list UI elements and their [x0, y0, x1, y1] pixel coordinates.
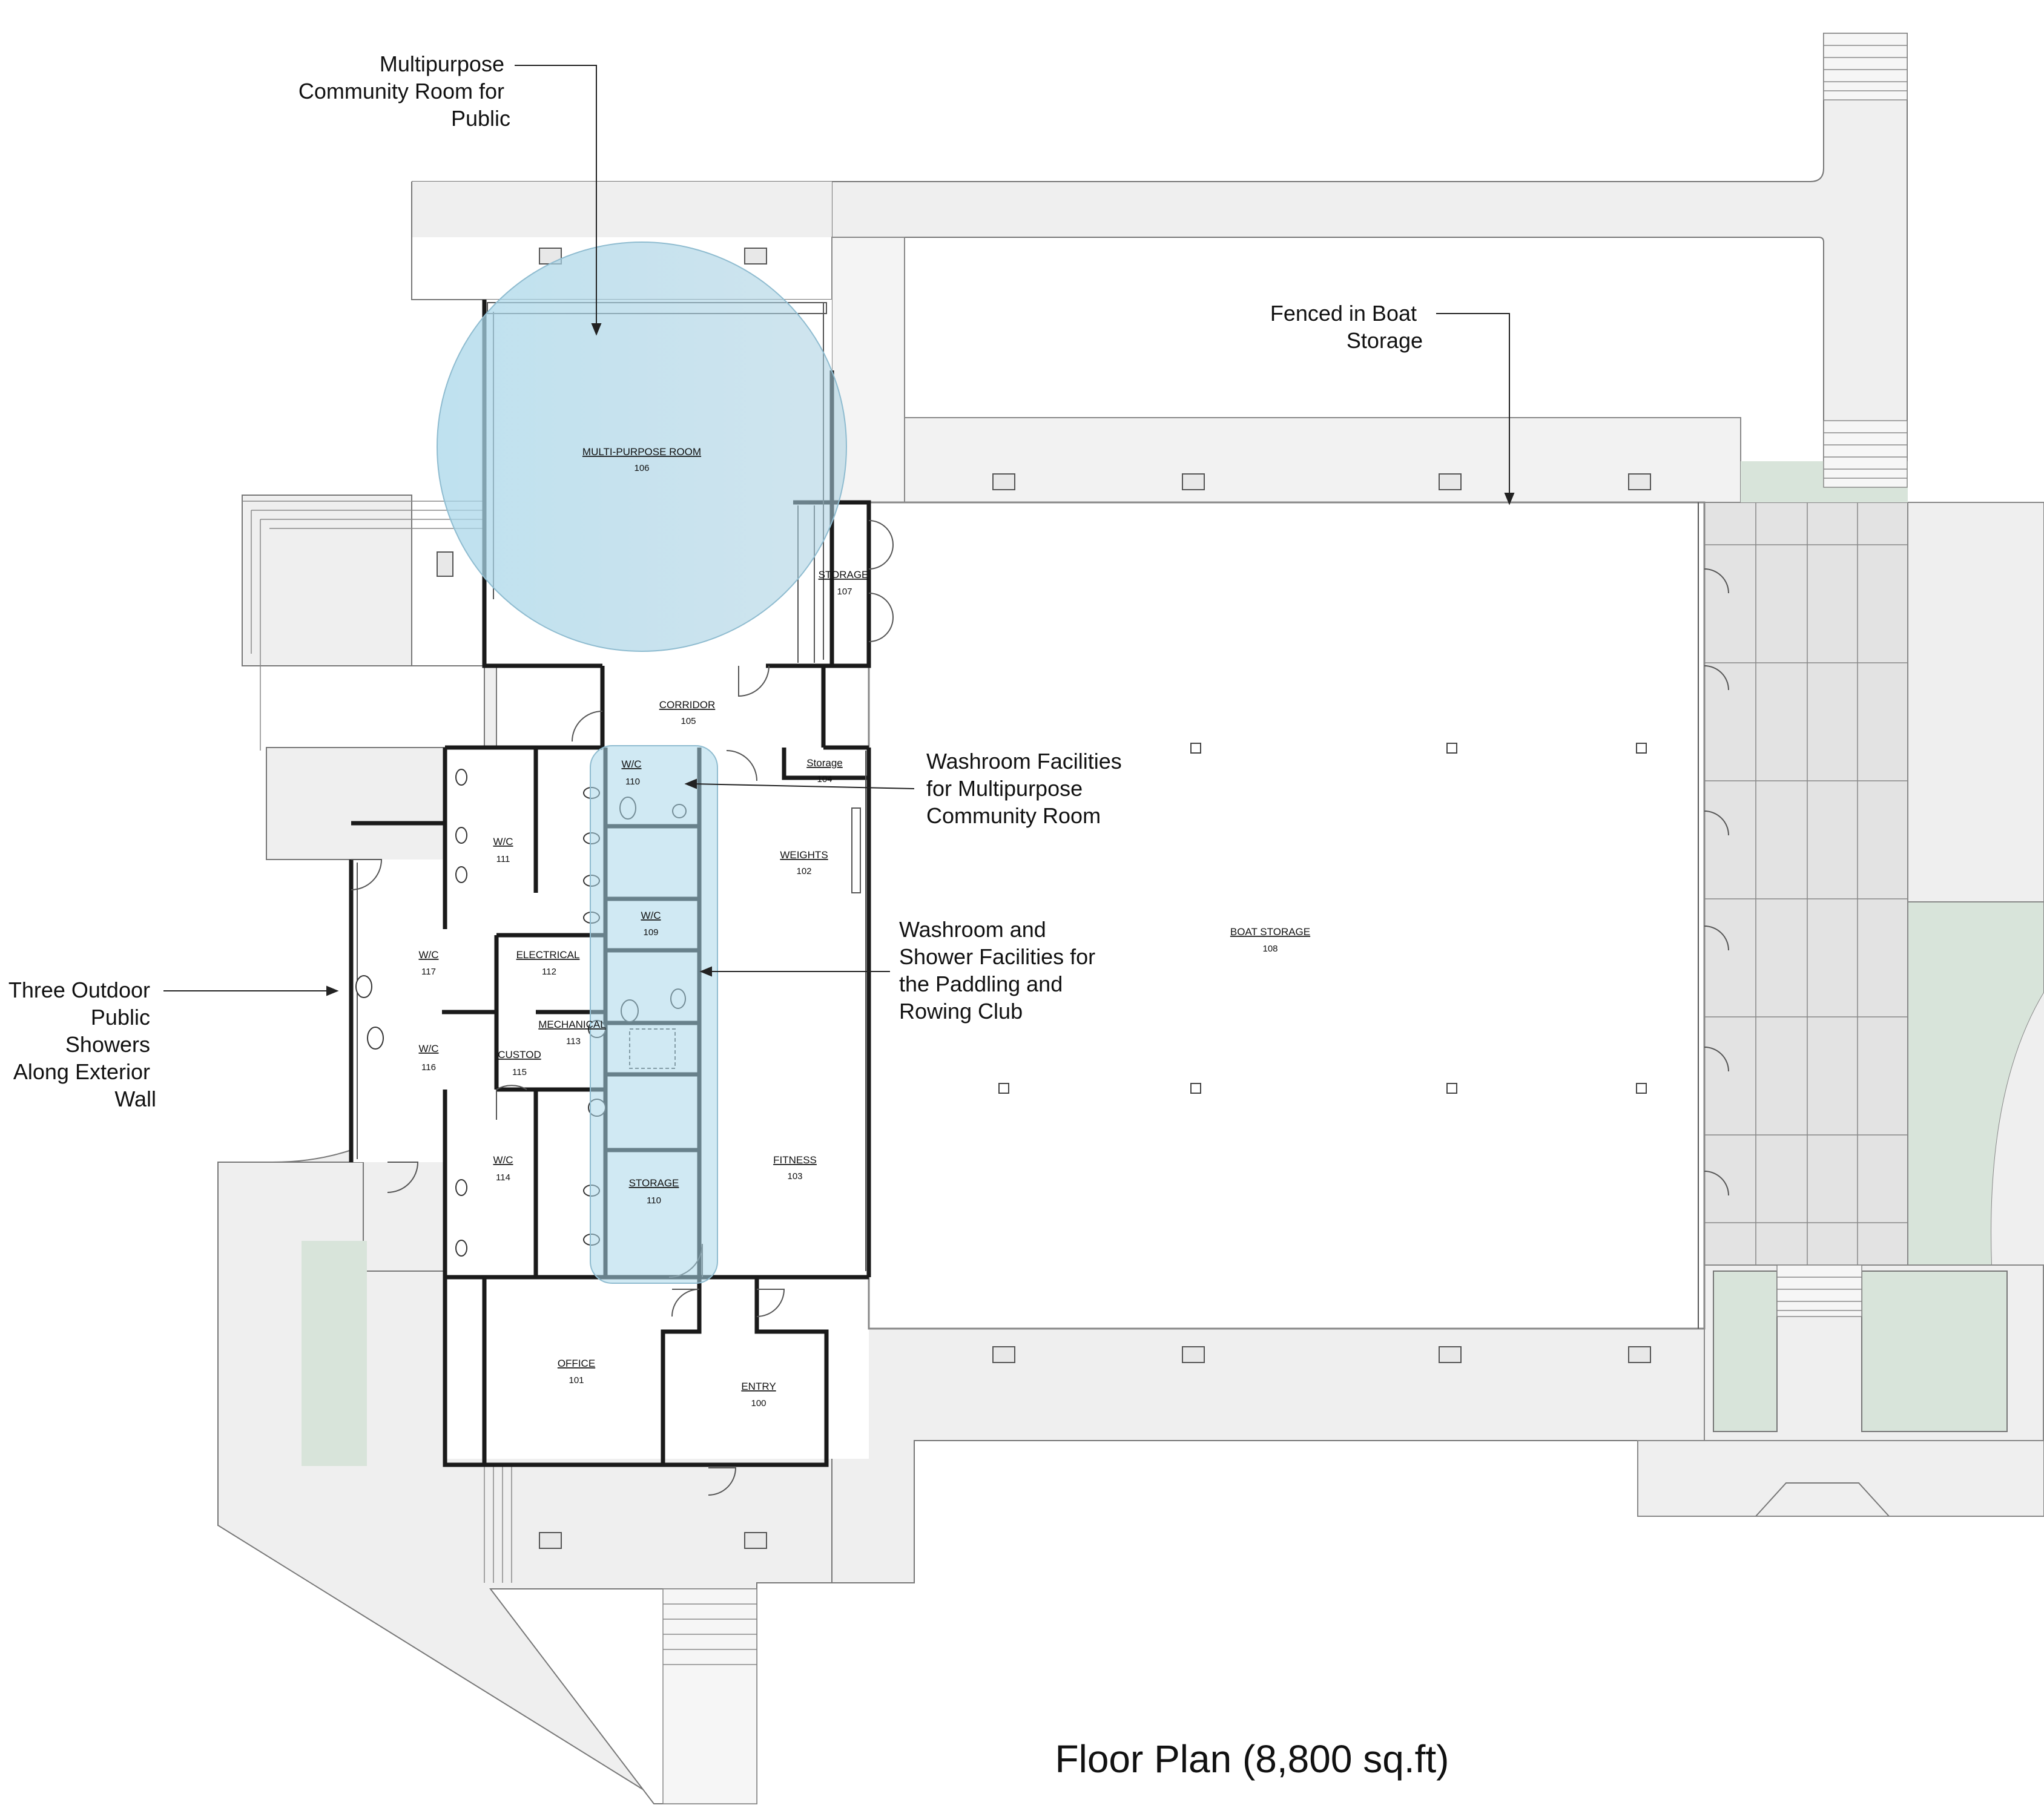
room-label-storage-107: STORAGE [819, 569, 869, 580]
room-label-wc-117: W/C [418, 949, 438, 961]
room-number-wc-117: 117 [421, 967, 436, 977]
room-labels: MULTI-PURPOSE ROOM 106 STORAGE 107 CORRI… [418, 446, 1310, 1409]
room-number-wc-110: 110 [625, 777, 640, 787]
room-label-wc-109: W/C [641, 910, 661, 921]
room-number-custod: 115 [512, 1067, 527, 1077]
room-number-multi-purpose: 106 [634, 463, 649, 473]
plan-title: Floor Plan (8,800 sq.ft) [1055, 1737, 1449, 1781]
leader-lines [163, 65, 1515, 996]
multipurpose-highlight [437, 242, 847, 652]
room-label-wc-116: W/C [418, 1043, 438, 1054]
room-number-corridor: 105 [681, 716, 696, 726]
room-label-electrical: ELECTRICAL [516, 949, 580, 961]
room-label-corridor: CORRIDOR [659, 699, 716, 711]
room-label-storage-104: Storage [806, 757, 843, 769]
callout-outdoor-showers: Three Outdoor Public Showers Along Exter… [8, 978, 156, 1111]
room-number-office: 101 [569, 1375, 584, 1386]
room-label-wc-114: W/C [493, 1154, 513, 1166]
room-number-wc-109: 109 [643, 927, 658, 938]
room-number-electrical: 112 [542, 967, 556, 977]
room-label-custod: CUSTOD [498, 1049, 541, 1060]
room-label-weights: WEIGHTS [780, 849, 828, 861]
room-number-fitness: 103 [787, 1171, 802, 1182]
room-number-mechanical: 113 [566, 1036, 581, 1047]
room-number-boat-storage: 108 [1262, 944, 1278, 954]
room-number-weights: 102 [796, 866, 811, 876]
room-label-multi-purpose: MULTI-PURPOSE ROOM [582, 446, 701, 458]
callout-multipurpose: Multipurpose Community Room for Public [298, 51, 510, 131]
columns [998, 743, 1647, 1094]
room-number-wc-116: 116 [421, 1062, 436, 1073]
room-label-fitness: FITNESS [773, 1154, 817, 1166]
room-number-storage-110: 110 [647, 1195, 661, 1206]
washroom-highlight [590, 745, 718, 1284]
room-label-entry: ENTRY [741, 1381, 776, 1392]
paving-grid [1704, 502, 1908, 1265]
room-number-wc-114: 114 [496, 1172, 510, 1183]
room-number-storage-104: 104 [817, 774, 832, 784]
room-label-storage-110: STORAGE [629, 1177, 679, 1189]
room-number-entry: 100 [751, 1398, 766, 1409]
room-label-mechanical: MECHANICAL [538, 1019, 605, 1030]
room-label-office: OFFICE [558, 1358, 595, 1369]
callout-washroom-club: Washroom and Shower Facilities for the P… [899, 917, 1101, 1024]
room-label-wc-111: W/C [493, 836, 513, 847]
callout-washroom-multipurpose: Washroom Facilities for Multipurpose Com… [926, 749, 1128, 828]
room-label-wc-110: W/C [621, 758, 641, 770]
callout-fenced-boat-storage: Fenced in Boat Storage [1270, 301, 1423, 353]
room-number-storage-107: 107 [837, 587, 852, 597]
stairs [242, 33, 1908, 1804]
room-label-boat-storage: BOAT STORAGE [1230, 926, 1310, 938]
room-number-wc-111: 111 [496, 854, 510, 864]
light-fixtures [437, 248, 1651, 1549]
